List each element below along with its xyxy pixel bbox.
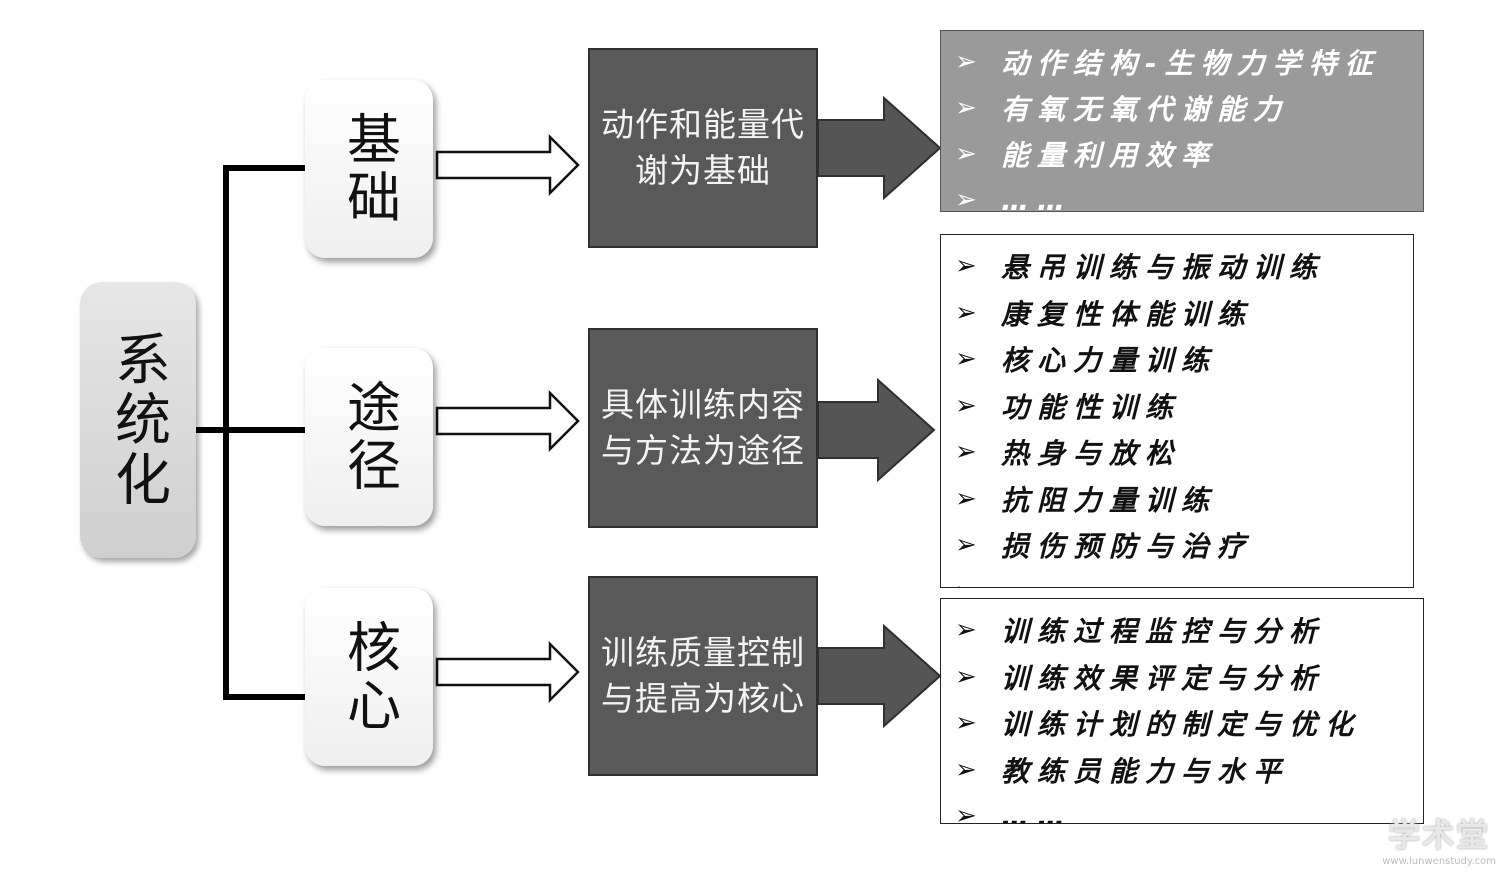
root-node: 系统化 [80,282,196,558]
list-item-text: 能量利用效率 [1001,139,1218,172]
bullet-arrow-icon: ➢ [955,344,977,375]
list-item-text: …… [1001,799,1073,824]
bullet-arrow-icon: ➢ [955,93,977,123]
watermark-url: www.lunwenstudy.com [1382,856,1496,867]
dark-arrow-3 [817,623,942,729]
bullet-arrow-icon: ➢ [955,530,977,561]
list-item: ➢ …… [955,177,1411,212]
level-node-approach: 途径 [305,348,433,526]
hollow-arrow-2 [435,389,580,453]
item-list-approach: ➢ 悬吊训练与振动训练 ➢ 康复性体能训练 ➢ 核心力量训练 ➢ 功能性训练 ➢ 热身与放松 ➢ 抗阻… [940,234,1414,588]
list-item-text: 功能性训练 [1001,390,1182,424]
list-item-text: 训练计划的制定与优化 [1001,708,1362,742]
list-item-text: 热身与放松 [1001,437,1182,471]
bullet-arrow-icon: ➢ [955,251,977,282]
list-item-text: 动作结构-生物力学特征 [1001,47,1381,80]
description-box-core: 训练质量控制与提高为核心 [588,576,818,776]
root-label: 系统化 [105,330,171,510]
list-item-text: 损伤预防与治疗 [1001,530,1254,564]
list-item: ➢ 损伤预防与治疗 [955,522,1401,569]
level-label: 核心 [337,619,401,735]
list-item: ➢ 动作结构-生物力学特征 [955,39,1411,85]
list-item: ➢ 训练过程监控与分析 [955,607,1411,654]
level-label: 基础 [337,111,401,227]
list-item: ➢ 有氧无氧代谢能力 [955,85,1411,131]
list-item: ➢ 悬吊训练与振动训练 [955,243,1401,290]
description-text: 训练质量控制与提高为核心 [601,633,805,718]
list-item: ➢ 抗阻力量训练 [955,476,1401,523]
list-item: ➢ 康复性体能训练 [955,290,1401,337]
list-item: ➢ 能量利用效率 [955,131,1411,177]
bullet-arrow-icon: ➢ [955,801,977,824]
list-item-text: 教练员能力与水平 [1001,754,1290,788]
watermark: 学术堂 www.lunwenstudy.com [1382,810,1496,867]
bullet-arrow-icon: ➢ [955,577,981,587]
bullet-arrow-icon: ➢ [955,483,977,514]
description-box-approach: 具体训练内容与方法为途径 [588,328,818,528]
bullet-arrow-icon: ➢ [955,390,977,421]
list-item: ➢ 训练效果评定与分析 [955,654,1411,701]
hollow-arrow-3 [435,640,580,704]
level-node-foundation: 基础 [305,80,433,258]
description-box-foundation: 动作和能量代谢为基础 [588,48,818,248]
list-item: ➢ 教练员能力与水平 [955,747,1411,794]
list-item: ➢ 训练计划的制定与优化 [955,700,1411,747]
bullet-arrow-icon: ➢ [955,708,977,739]
list-item: ➢ 核心力量训练 [955,336,1401,383]
dark-arrow-1 [817,95,942,201]
bullet-arrow-icon: ➢ [955,754,977,785]
description-text: 具体训练内容与方法为途径 [601,385,805,470]
level-label: 途径 [337,379,401,495]
level-node-core: 核心 [305,588,433,766]
dark-arrows [817,95,942,729]
bullet-arrow-icon: ➢ [955,139,977,169]
bullet-arrow-icon: ➢ [955,47,977,77]
list-item-text: …… [1001,183,1073,212]
list-item-text: 核心力量训练 [1001,344,1218,378]
bullet-arrow-icon: ➢ [955,437,977,468]
hollow-arrow-1 [435,133,580,197]
bullet-arrow-icon: ➢ [955,297,977,328]
tree-connectors [196,165,305,700]
list-item: ➢ …… [955,569,1401,587]
item-list-foundation: ➢ 动作结构-生物力学特征 ➢ 有氧无氧代谢能力 ➢ 能量利用效率 ➢ …… [940,30,1424,212]
list-item-text: 训练过程监控与分析 [1001,615,1326,649]
bullet-arrow-icon: ➢ [955,615,977,646]
hollow-arrows [435,133,580,704]
watermark-name: 学术堂 [1388,816,1491,854]
bullet-arrow-icon: ➢ [955,661,977,692]
list-item: ➢ …… [955,793,1411,824]
description-text: 动作和能量代谢为基础 [601,105,805,190]
list-item-text: 抗阻力量训练 [1001,483,1218,517]
item-list-core: ➢ 训练过程监控与分析 ➢ 训练效果评定与分析 ➢ 训练计划的制定与优化 ➢ 教练员能力与水平… [940,598,1424,824]
list-item-text: 康复性体能训练 [1001,297,1254,331]
list-item: ➢ 热身与放松 [955,429,1401,476]
bullet-arrow-icon: ➢ [955,185,977,212]
list-item-text: …… [1001,575,1073,587]
dark-arrow-2 [817,377,936,483]
list-item-text: 训练效果评定与分析 [1001,661,1326,695]
list-item: ➢ 功能性训练 [955,383,1401,430]
list-item-text: 有氧无氧代谢能力 [1001,93,1290,126]
list-item-text: 悬吊训练与振动训练 [1001,251,1326,285]
